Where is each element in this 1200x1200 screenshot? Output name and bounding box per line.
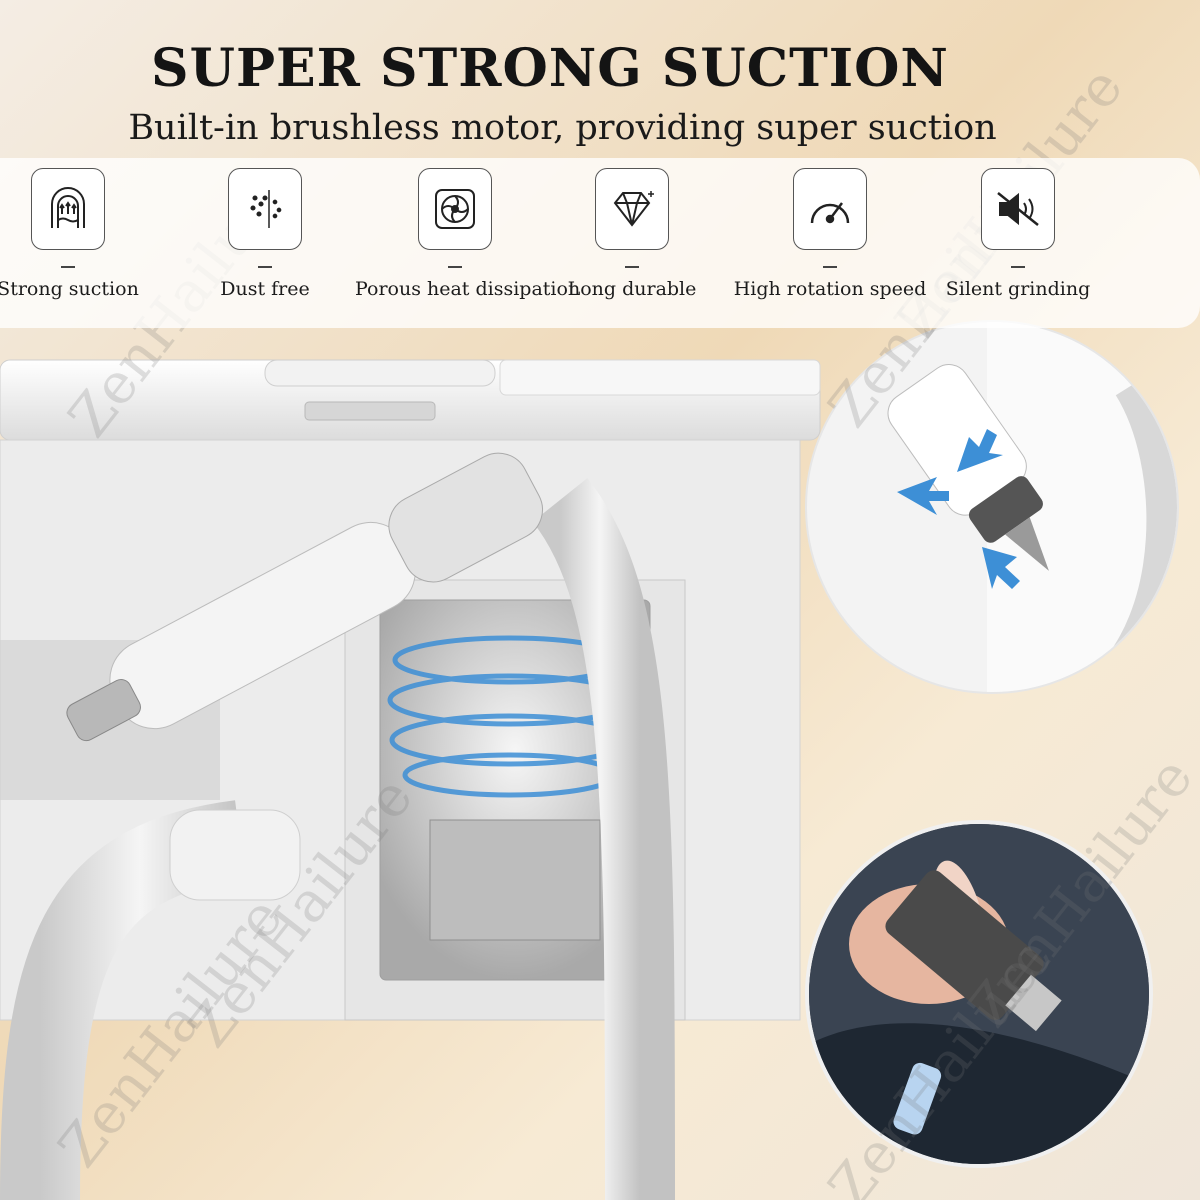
suction-arch-icon (31, 168, 105, 250)
separator-dash (625, 266, 639, 268)
separator-dash (823, 266, 837, 268)
feature-high-rotation-speed: High rotation speed (730, 168, 930, 300)
speedometer-icon (793, 168, 867, 250)
feature-label: Dust free (220, 277, 310, 300)
nozzle-detail-circle (805, 320, 1179, 694)
nail-grinding-illustration (809, 824, 1149, 1164)
separator-dash (61, 266, 75, 268)
mute-speaker-icon (981, 168, 1055, 250)
feature-label: High rotation speed (733, 277, 927, 300)
feature-band: Strong suction Dust free (0, 158, 1200, 328)
separator-dash (448, 266, 462, 268)
feature-silent-grinding: Silent grinding (918, 168, 1118, 300)
page-subtitle: Built-in brushless motor, providing supe… (128, 108, 997, 148)
feature-strong-suction: Strong suction (0, 168, 168, 300)
feature-dust-free: Dust free (165, 168, 365, 300)
separator-dash (1011, 266, 1025, 268)
diamond-icon (595, 168, 669, 250)
dust-filter-icon (228, 168, 302, 250)
nail-grinding-circle (805, 820, 1153, 1168)
separator-dash (258, 266, 272, 268)
feature-label: Silent grinding (945, 277, 1091, 300)
page-title: SUPER STRONG SUCTION (151, 38, 949, 99)
feature-label: Strong suction (0, 277, 139, 300)
feature-long-durable: Long durable (532, 168, 732, 300)
feature-label: Porous heat dissipation (355, 277, 581, 300)
fan-icon (418, 168, 492, 250)
feature-label: Long durable (567, 277, 697, 300)
feature-porous-heat-dissipation: Porous heat dissipation (355, 168, 581, 300)
